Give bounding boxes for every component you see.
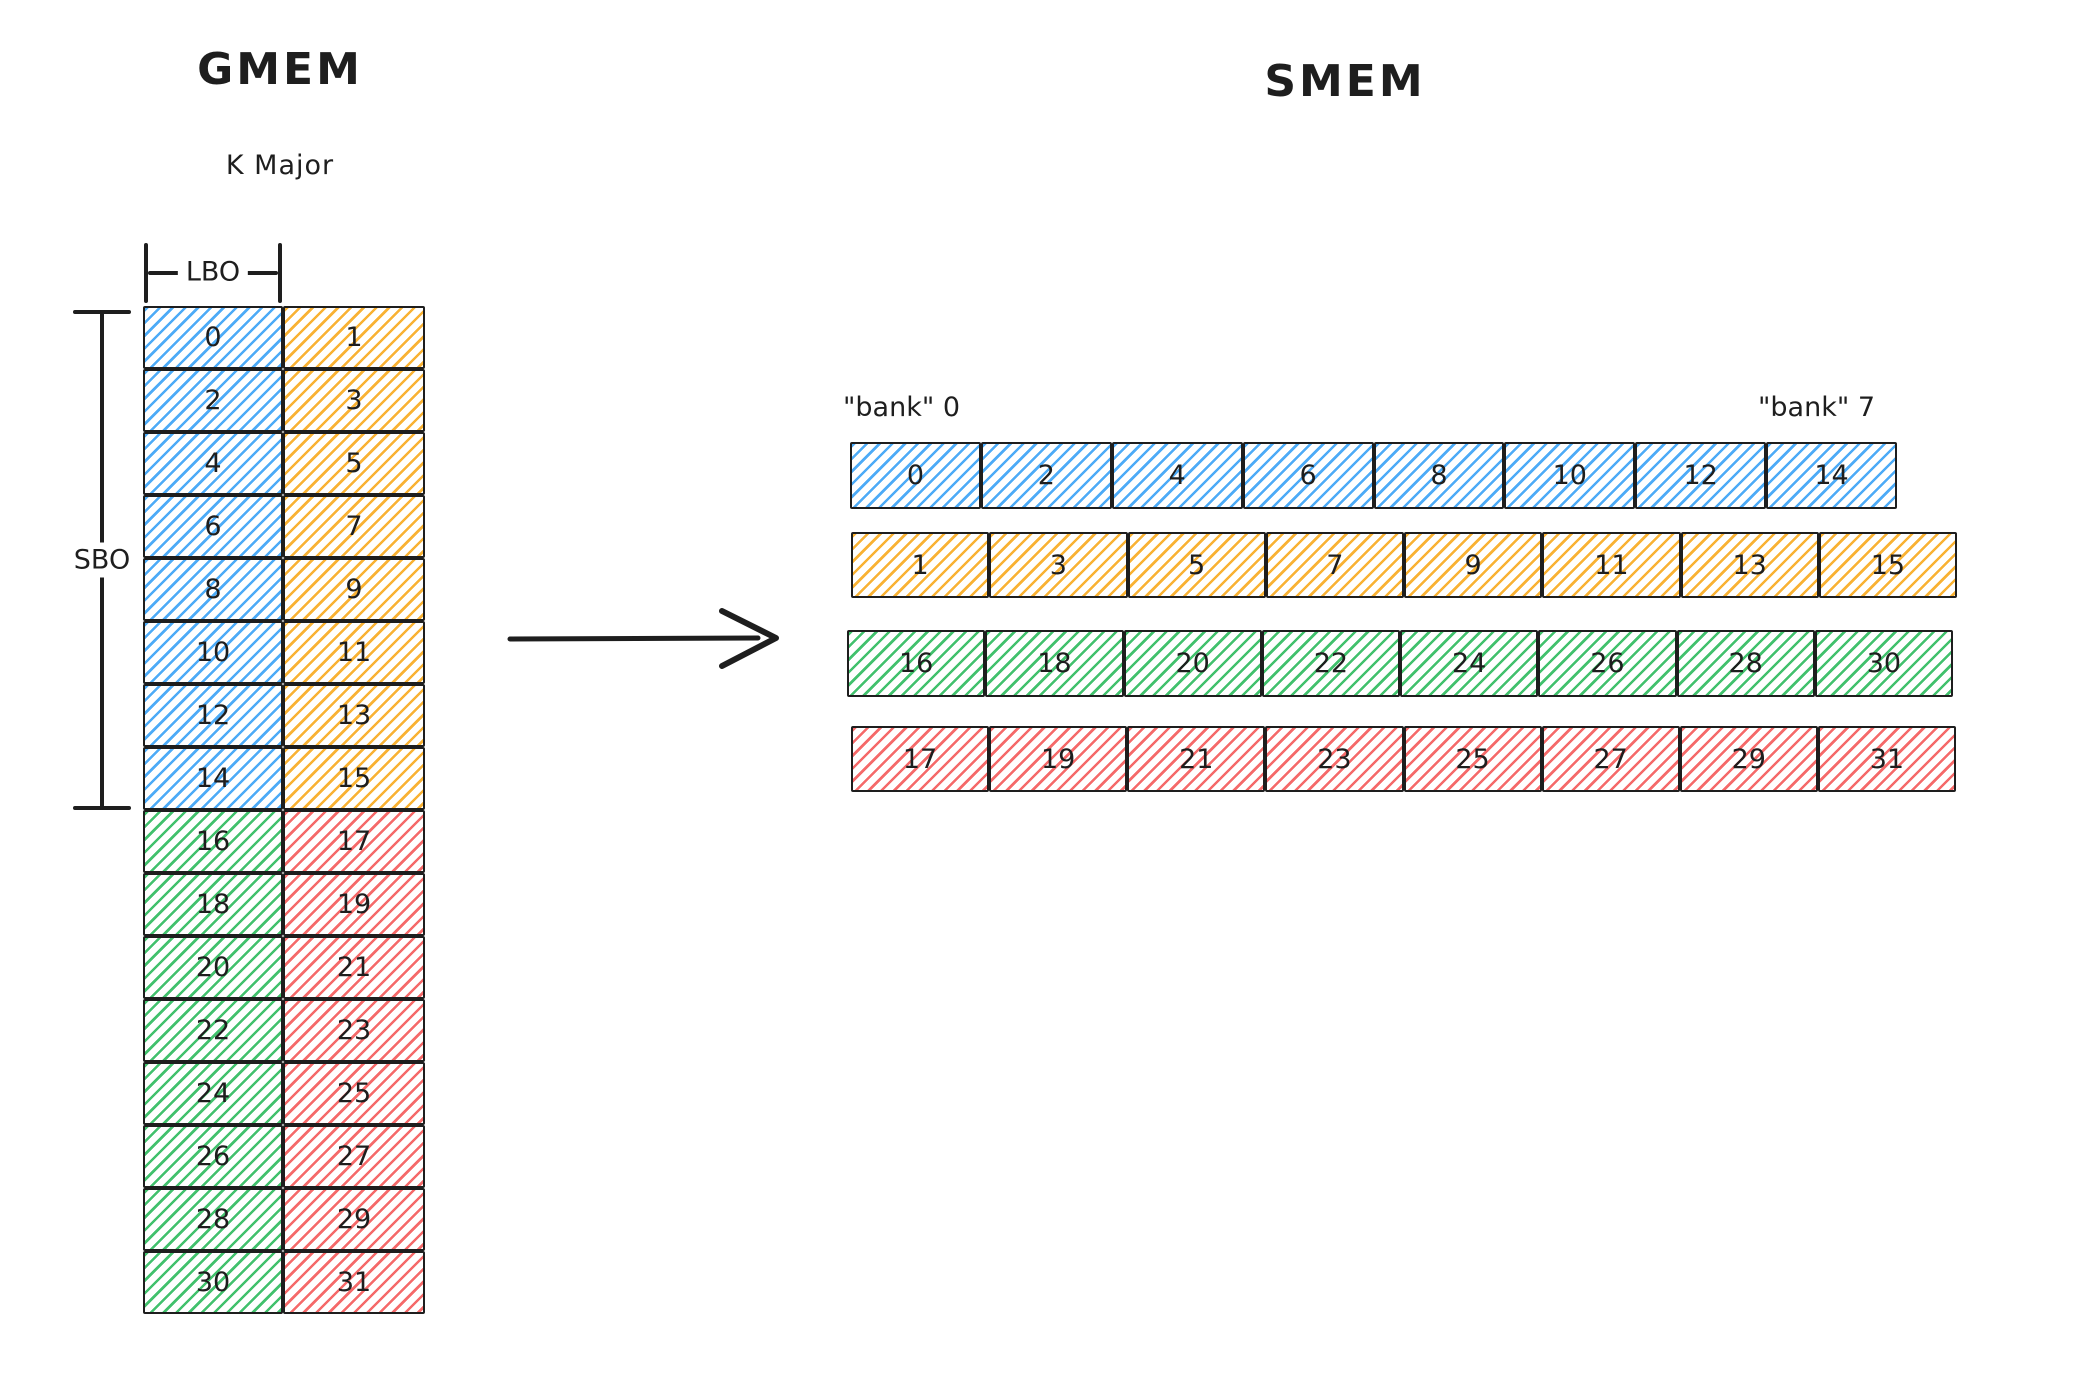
- lbo-bracket-right-tick: [278, 243, 282, 303]
- smem-cell: 1: [851, 532, 990, 598]
- smem-cell: 28: [1676, 630, 1815, 697]
- smem-cell: 7: [1265, 532, 1404, 598]
- smem-cell: 24: [1400, 630, 1539, 697]
- smem-cell: 22: [1261, 630, 1400, 697]
- smem-cell: 30: [1814, 630, 1953, 697]
- gmem-cell: 30: [143, 1251, 283, 1314]
- lbo-label: LBO: [177, 254, 249, 290]
- gmem-cell: 7: [283, 495, 425, 558]
- gmem-cell: 20: [143, 936, 283, 999]
- smem-cell: 4: [1111, 442, 1243, 509]
- smem-cell: 26: [1538, 630, 1677, 697]
- smem-cell: 3: [989, 532, 1128, 598]
- lbo-bracket: LBO: [144, 243, 282, 303]
- lbo-bracket-left-tick: [144, 243, 148, 303]
- smem-cell: 18: [985, 630, 1124, 697]
- gmem-cell: 21: [283, 936, 425, 999]
- smem-cell: 20: [1123, 630, 1262, 697]
- gmem-cell: 5: [283, 432, 425, 495]
- gmem-cell: 28: [143, 1188, 283, 1251]
- gmem-cell: 3: [283, 369, 425, 432]
- smem-cell: 23: [1265, 726, 1404, 792]
- smem-cell: 10: [1504, 442, 1636, 509]
- smem-cell: 0: [850, 442, 981, 509]
- gmem-cell: 16: [143, 810, 283, 873]
- sbo-label: SBO: [65, 542, 139, 578]
- gmem-cell: 19: [283, 873, 425, 936]
- smem-cell: 12: [1635, 442, 1767, 509]
- gmem-cell: 18: [143, 873, 283, 936]
- smem-cell: 5: [1127, 532, 1266, 598]
- gmem-cell: 22: [143, 999, 283, 1062]
- gmem-cell: 27: [283, 1125, 425, 1188]
- gmem-cell: 31: [283, 1251, 425, 1314]
- gmem-cell: 24: [143, 1062, 283, 1125]
- smem-cell: 14: [1766, 442, 1897, 509]
- smem-cell: 29: [1679, 726, 1818, 792]
- gmem-cell: 8: [143, 558, 283, 621]
- smem-cell: 25: [1403, 726, 1542, 792]
- smem-cell: 6: [1242, 442, 1374, 509]
- gmem-cell: 15: [283, 747, 425, 810]
- smem-cell: 27: [1541, 726, 1680, 792]
- gmem-cell: 25: [283, 1062, 425, 1125]
- gmem-cell: 0: [143, 306, 283, 369]
- gmem-cell: 23: [283, 999, 425, 1062]
- smem-cell: 21: [1127, 726, 1266, 792]
- smem-cell: 31: [1817, 726, 1956, 792]
- smem-cell: 19: [989, 726, 1128, 792]
- gmem-to-smem-arrow-icon: [507, 608, 779, 669]
- sbo-bracket: SBO: [65, 310, 139, 810]
- smem-cell: 8: [1373, 442, 1505, 509]
- gmem-cell: 1: [283, 306, 425, 369]
- smem-cell: 11: [1542, 532, 1681, 598]
- gmem-cell: 11: [283, 621, 425, 684]
- smem-bank-start-label: "bank" 0: [843, 392, 961, 423]
- smem-title: SMEM: [1264, 56, 1426, 107]
- gmem-cell: 9: [283, 558, 425, 621]
- smem-bank-end-label: "bank" 7: [1758, 392, 1876, 423]
- gmem-cell: 17: [283, 810, 425, 873]
- gmem-cell: 13: [283, 684, 425, 747]
- smem-cell: 16: [847, 630, 986, 697]
- smem-cell: 2: [980, 442, 1112, 509]
- smem-cell: 13: [1680, 532, 1819, 598]
- gmem-cell: 6: [143, 495, 283, 558]
- gmem-cell: 4: [143, 432, 283, 495]
- gmem-subtitle: K Major: [225, 150, 335, 181]
- gmem-cell: 14: [143, 747, 283, 810]
- smem-cell: 9: [1404, 532, 1543, 598]
- smem-cell: 17: [851, 726, 990, 792]
- smem-cell: 15: [1818, 532, 1957, 598]
- gmem-cell: 10: [143, 621, 283, 684]
- gmem-cell: 2: [143, 369, 283, 432]
- gmem-cell: 26: [143, 1125, 283, 1188]
- gmem-title: GMEM: [197, 44, 363, 95]
- gmem-cell: 29: [283, 1188, 425, 1251]
- gmem-cell: 12: [143, 684, 283, 747]
